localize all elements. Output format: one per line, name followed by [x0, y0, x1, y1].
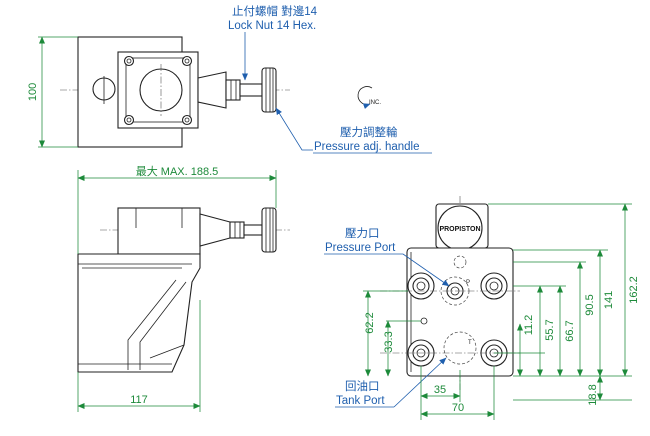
- tank-port-label-en: Tank Port: [336, 395, 385, 407]
- dim-55-7: 55.7: [537, 285, 556, 377]
- lock-nut-label-cn: 止付螺帽 對邊14: [232, 4, 318, 18]
- front-view-cover: [117, 207, 201, 255]
- dim-label-66-7: 66.7: [564, 320, 576, 341]
- dim-90-5: 90.5: [513, 261, 596, 377]
- dim-label-62-2: 62.2: [364, 312, 376, 333]
- dim-label-162-2: 162.2: [628, 276, 640, 304]
- front-view-neck: [199, 213, 231, 247]
- side-view: PROPISTON P T: [380, 196, 520, 390]
- dim-label-117: 117: [130, 394, 148, 406]
- dim-141: 141: [513, 249, 615, 377]
- callout-pressure-port: 壓力口 Pressure Port: [324, 227, 450, 287]
- dim-label-70: 70: [452, 402, 464, 414]
- inc-label: INC.: [369, 100, 381, 106]
- callout-lock-nut: 止付螺帽 對邊14 Lock Nut 14 Hex.: [228, 4, 318, 81]
- dim-height-100: 100: [27, 36, 78, 148]
- dim-62-2: 62.2: [363, 290, 408, 377]
- tank-port-label-cn: 回油口: [345, 379, 380, 393]
- dim-66-7: 66.7: [513, 285, 576, 377]
- dim-162-2: 162.2: [488, 203, 640, 377]
- dim-length-117: 117: [77, 300, 201, 412]
- port-mark-p: P: [466, 280, 470, 286]
- front-view-handle: [261, 207, 277, 253]
- top-view: [60, 36, 290, 148]
- front-view: [77, 207, 290, 373]
- dim-11-2: 11.2: [494, 315, 545, 377]
- brand-name: PROPISTON: [439, 226, 480, 233]
- dim-label-141: 141: [603, 291, 615, 309]
- top-view-neck: [197, 71, 227, 109]
- port-mark-t: T: [468, 340, 472, 346]
- dim-label-11-2: 11.2: [523, 315, 535, 336]
- tank-port: [443, 331, 477, 365]
- top-view-lock-nut: [225, 79, 241, 101]
- dim-label-18-8: 18.8: [587, 384, 599, 405]
- rotation-increase-symbol: INC.: [357, 86, 381, 109]
- dim-70: 70: [420, 366, 495, 420]
- top-view-bolts: [123, 55, 193, 126]
- dim-max-length: 最大 MAX. 188.5: [77, 164, 277, 254]
- dim-label-35: 35: [434, 384, 446, 396]
- front-view-body: [77, 253, 201, 373]
- handle-label-en: Pressure adj. handle: [314, 141, 419, 153]
- handle-label-cn: 壓力調整輪: [340, 125, 398, 139]
- callout-handle: 壓力調整輪 Pressure adj. handle: [275, 107, 432, 154]
- dim-33-3: 33.3: [383, 320, 421, 377]
- dim-35: 35: [420, 366, 461, 402]
- callout-tank-port: 回油口 Tank Port: [335, 357, 447, 408]
- top-view-stem: [239, 83, 263, 97]
- pressure-port-label-cn: 壓力口: [345, 227, 380, 240]
- front-view-lock-nut: [229, 221, 245, 239]
- front-view-stem: [243, 224, 263, 236]
- lock-nut-label-en: Lock Nut 14 Hex.: [228, 20, 316, 32]
- top-view-handle: [261, 67, 277, 113]
- dim-label-33-3: 33.3: [383, 331, 395, 352]
- dim-18-8: 18.8: [513, 375, 632, 406]
- dim-label-100: 100: [27, 83, 39, 101]
- dim-label-55-7: 55.7: [544, 319, 556, 340]
- dim-label-90-5: 90.5: [584, 294, 596, 315]
- pressure-port-label-en: Pressure Port: [325, 242, 396, 254]
- dim-label-max: 最大 MAX. 188.5: [136, 164, 219, 178]
